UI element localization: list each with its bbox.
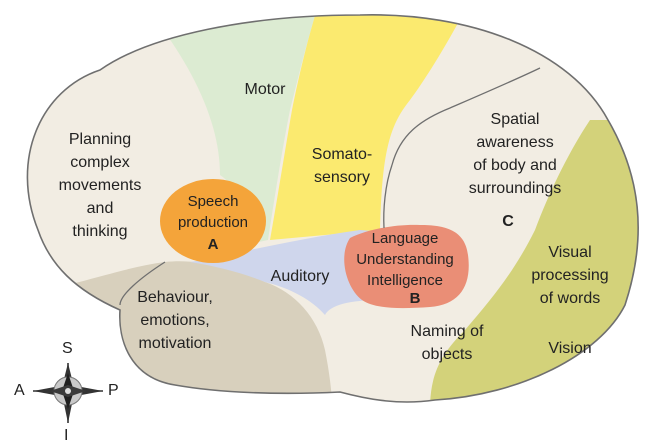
somatosensory-label: Somato- sensory [311, 146, 373, 186]
vision-region [430, 120, 639, 403]
visual-words-label: Visual processing of words [531, 244, 609, 307]
motor-label: Motor [244, 81, 286, 98]
spatial-label: Spatial awareness of body and surroundin… [468, 111, 562, 197]
vision-label: Vision [548, 340, 592, 357]
compass-anterior-label: A [14, 382, 25, 399]
language-letter: B [409, 290, 421, 307]
spatial-letter: C [502, 213, 514, 230]
language-label: Language Understanding Intelligence [356, 230, 454, 289]
compass-superior-label: S [62, 340, 73, 357]
speech-letter: A [207, 236, 219, 253]
motor-region [140, 14, 320, 245]
region-boundaries [119, 67, 541, 306]
compass-posterior-label: P [108, 382, 119, 399]
planning-label: Planning complex movements and thinking [58, 131, 142, 240]
speech-region [160, 179, 266, 263]
language-region [344, 224, 469, 309]
auditory-label: Auditory [270, 268, 330, 285]
brain-outline [26, 14, 639, 403]
behaviour-label: Behaviour, emotions, motivation [137, 289, 213, 352]
compass-inferior-label: I [64, 427, 69, 444]
compass-rose-icon [33, 363, 103, 423]
auditory-region [190, 230, 385, 315]
naming-label: Naming of objects [410, 323, 484, 363]
somatosensory-region [270, 14, 470, 240]
speech-label: Speech production [177, 193, 249, 231]
